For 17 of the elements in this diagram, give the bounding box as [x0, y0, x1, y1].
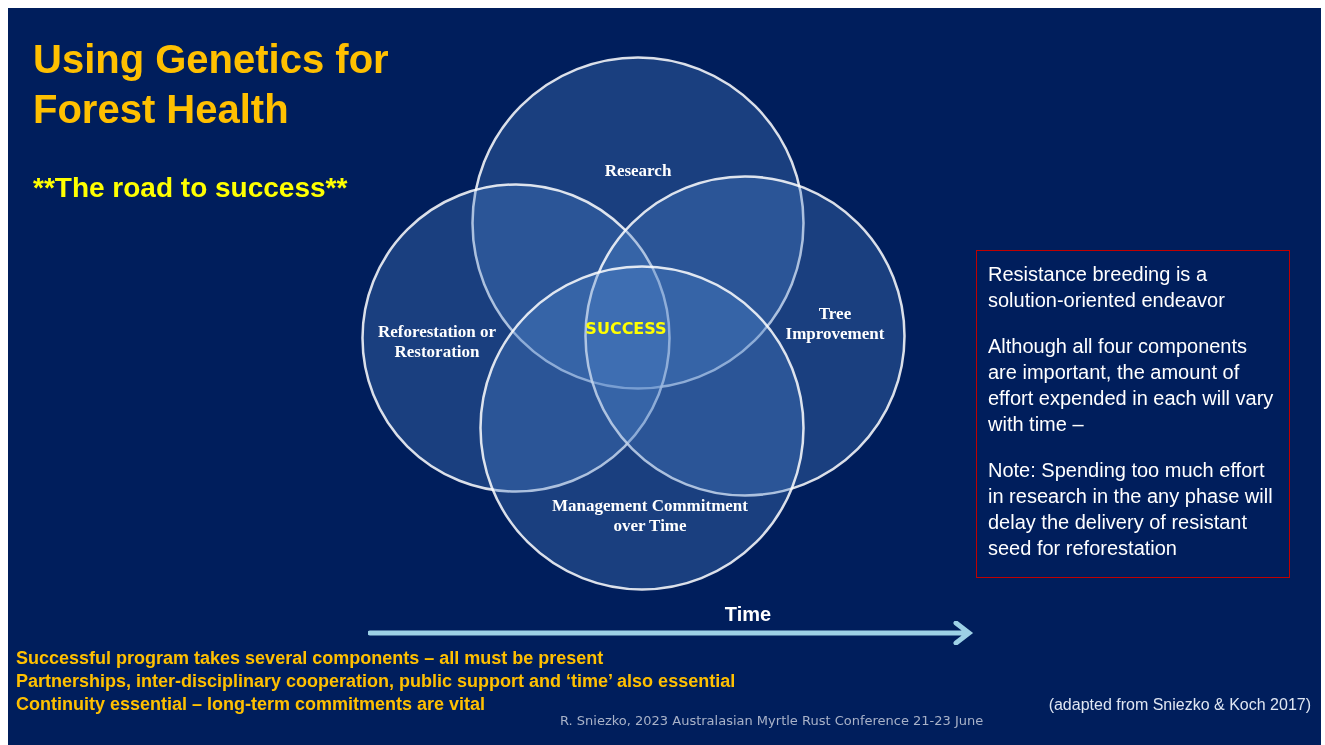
- subtitle: **The road to success**: [33, 172, 348, 204]
- note-text: Successful program takes several components – all must be present: [16, 648, 604, 669]
- note-text: Partnerships, inter-disciplinary cooperation, public support and ‘time’ also essential: [16, 671, 736, 692]
- note-text: Although all four components are important, the amount of effort expended in each will vary with time –: [988, 334, 1275, 437]
- slide-title: Using Genetics for Forest Health: [33, 36, 390, 133]
- axis-label: Time: [724, 602, 772, 626]
- circle-label: Management Commitment over Time: [551, 496, 749, 536]
- note-text: Note: Spending too much effort in research in the any phase will delay the delivery of resistant seed for reforestation: [988, 458, 1274, 561]
- source-note: (adapted from Sniezko & Koch 2017): [1048, 696, 1311, 714]
- circle-label: Reforestation or Restoration: [376, 322, 498, 362]
- circle-label: Tree Improvement: [784, 304, 886, 344]
- center-label: SUCCESS: [585, 318, 667, 338]
- circle-label: Research: [603, 161, 673, 181]
- note-text: Resistance breeding is a solution-oriented endeavor: [988, 262, 1226, 313]
- note-text: Continuity essential – long-term commitments are vital: [16, 694, 486, 715]
- note-panel: [976, 250, 1290, 578]
- footer-text: R. Sniezko, 2023 Australasian Myrtle Rust Conference 21-23 June: [560, 713, 984, 728]
